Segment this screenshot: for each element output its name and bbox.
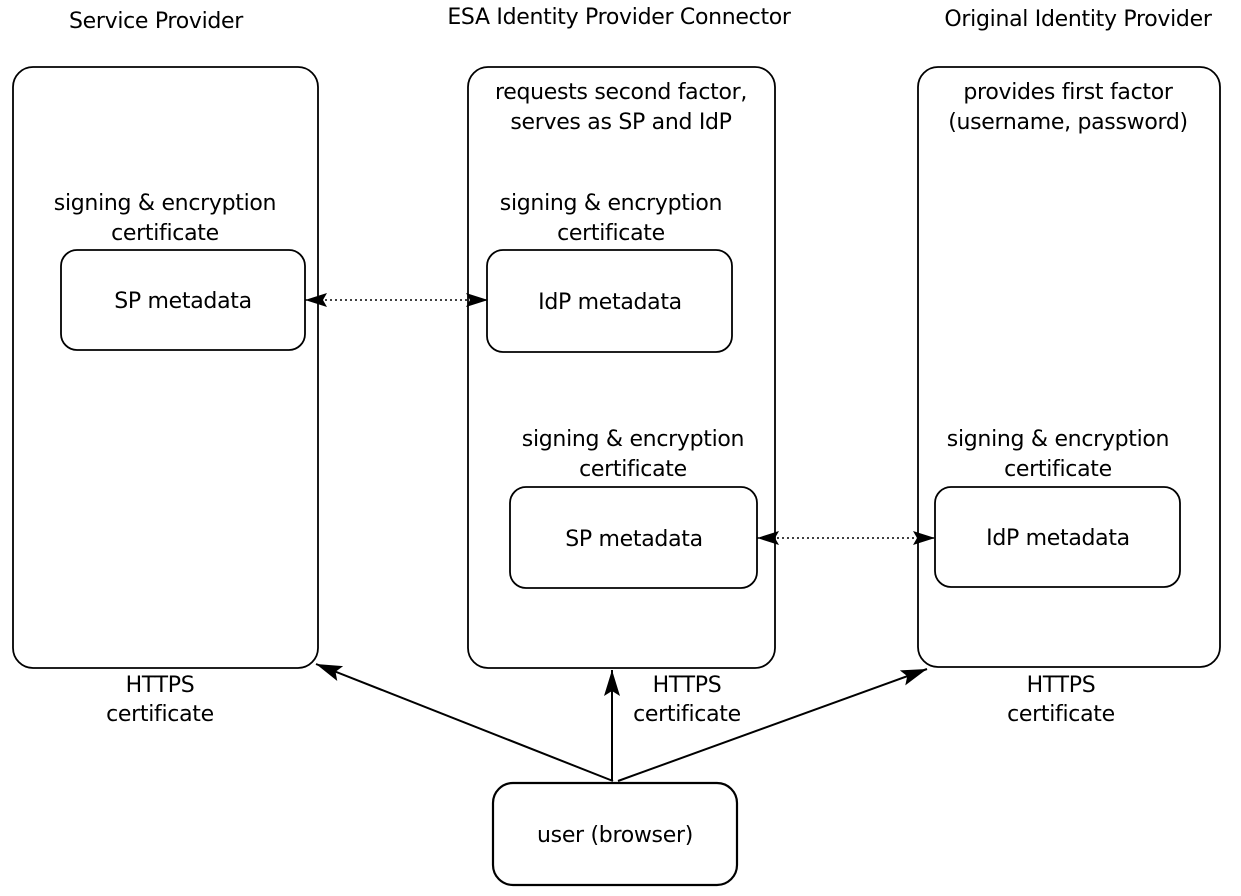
oidp-https-label-line2: certificate bbox=[1007, 702, 1115, 727]
oidp-cert-label-line2: certificate bbox=[1004, 457, 1112, 482]
esa-role-line2: serves as SP and IdP bbox=[510, 110, 731, 135]
original-idp-title: Original Identity Provider bbox=[944, 7, 1212, 32]
oidp-role-line2: (username, password) bbox=[948, 110, 1188, 135]
service-provider-title: Service Provider bbox=[69, 9, 244, 34]
esa-cert-bottom-line1: signing & encryption bbox=[522, 427, 744, 452]
esa-idp-metadata-label: IdP metadata bbox=[538, 290, 682, 315]
service-provider-panel bbox=[12, 66, 319, 669]
sp-cert-label-line2: certificate bbox=[111, 221, 219, 246]
sp-cert-label-line1: signing & encryption bbox=[54, 191, 276, 216]
sp-https-label-line1: HTTPS bbox=[126, 673, 195, 698]
sp-metadata-label: SP metadata bbox=[114, 289, 252, 314]
esa-cert-top-line2: certificate bbox=[557, 221, 665, 246]
oidp-cert-label-line1: signing & encryption bbox=[947, 427, 1169, 452]
oidp-metadata-label: IdP metadata bbox=[986, 526, 1130, 551]
oidp-metadata-box bbox=[934, 486, 1181, 588]
esa-https-label-line1: HTTPS bbox=[653, 673, 722, 698]
esa-sp-metadata-label: SP metadata bbox=[565, 527, 703, 552]
original-idp-panel bbox=[917, 66, 1221, 668]
esa-cert-top-line1: signing & encryption bbox=[500, 191, 722, 216]
esa-cert-bottom-line2: certificate bbox=[579, 457, 687, 482]
esa-role-line1: requests second factor, bbox=[495, 80, 747, 105]
user-browser-box bbox=[491, 781, 739, 887]
esa-connector-panel bbox=[467, 66, 776, 669]
user-browser-label: user (browser) bbox=[537, 823, 693, 848]
user-to-service-provider-arrow bbox=[315, 663, 614, 782]
esa-https-label-line2: certificate bbox=[633, 702, 741, 727]
user-to-original-idp-arrow bbox=[617, 668, 928, 782]
esa-connector-title: ESA Identity Provider Connector bbox=[447, 5, 792, 30]
oidp-https-label-line1: HTTPS bbox=[1027, 673, 1096, 698]
oidp-role-line1: provides first factor bbox=[963, 80, 1173, 105]
sp-https-label-line2: certificate bbox=[106, 702, 214, 727]
